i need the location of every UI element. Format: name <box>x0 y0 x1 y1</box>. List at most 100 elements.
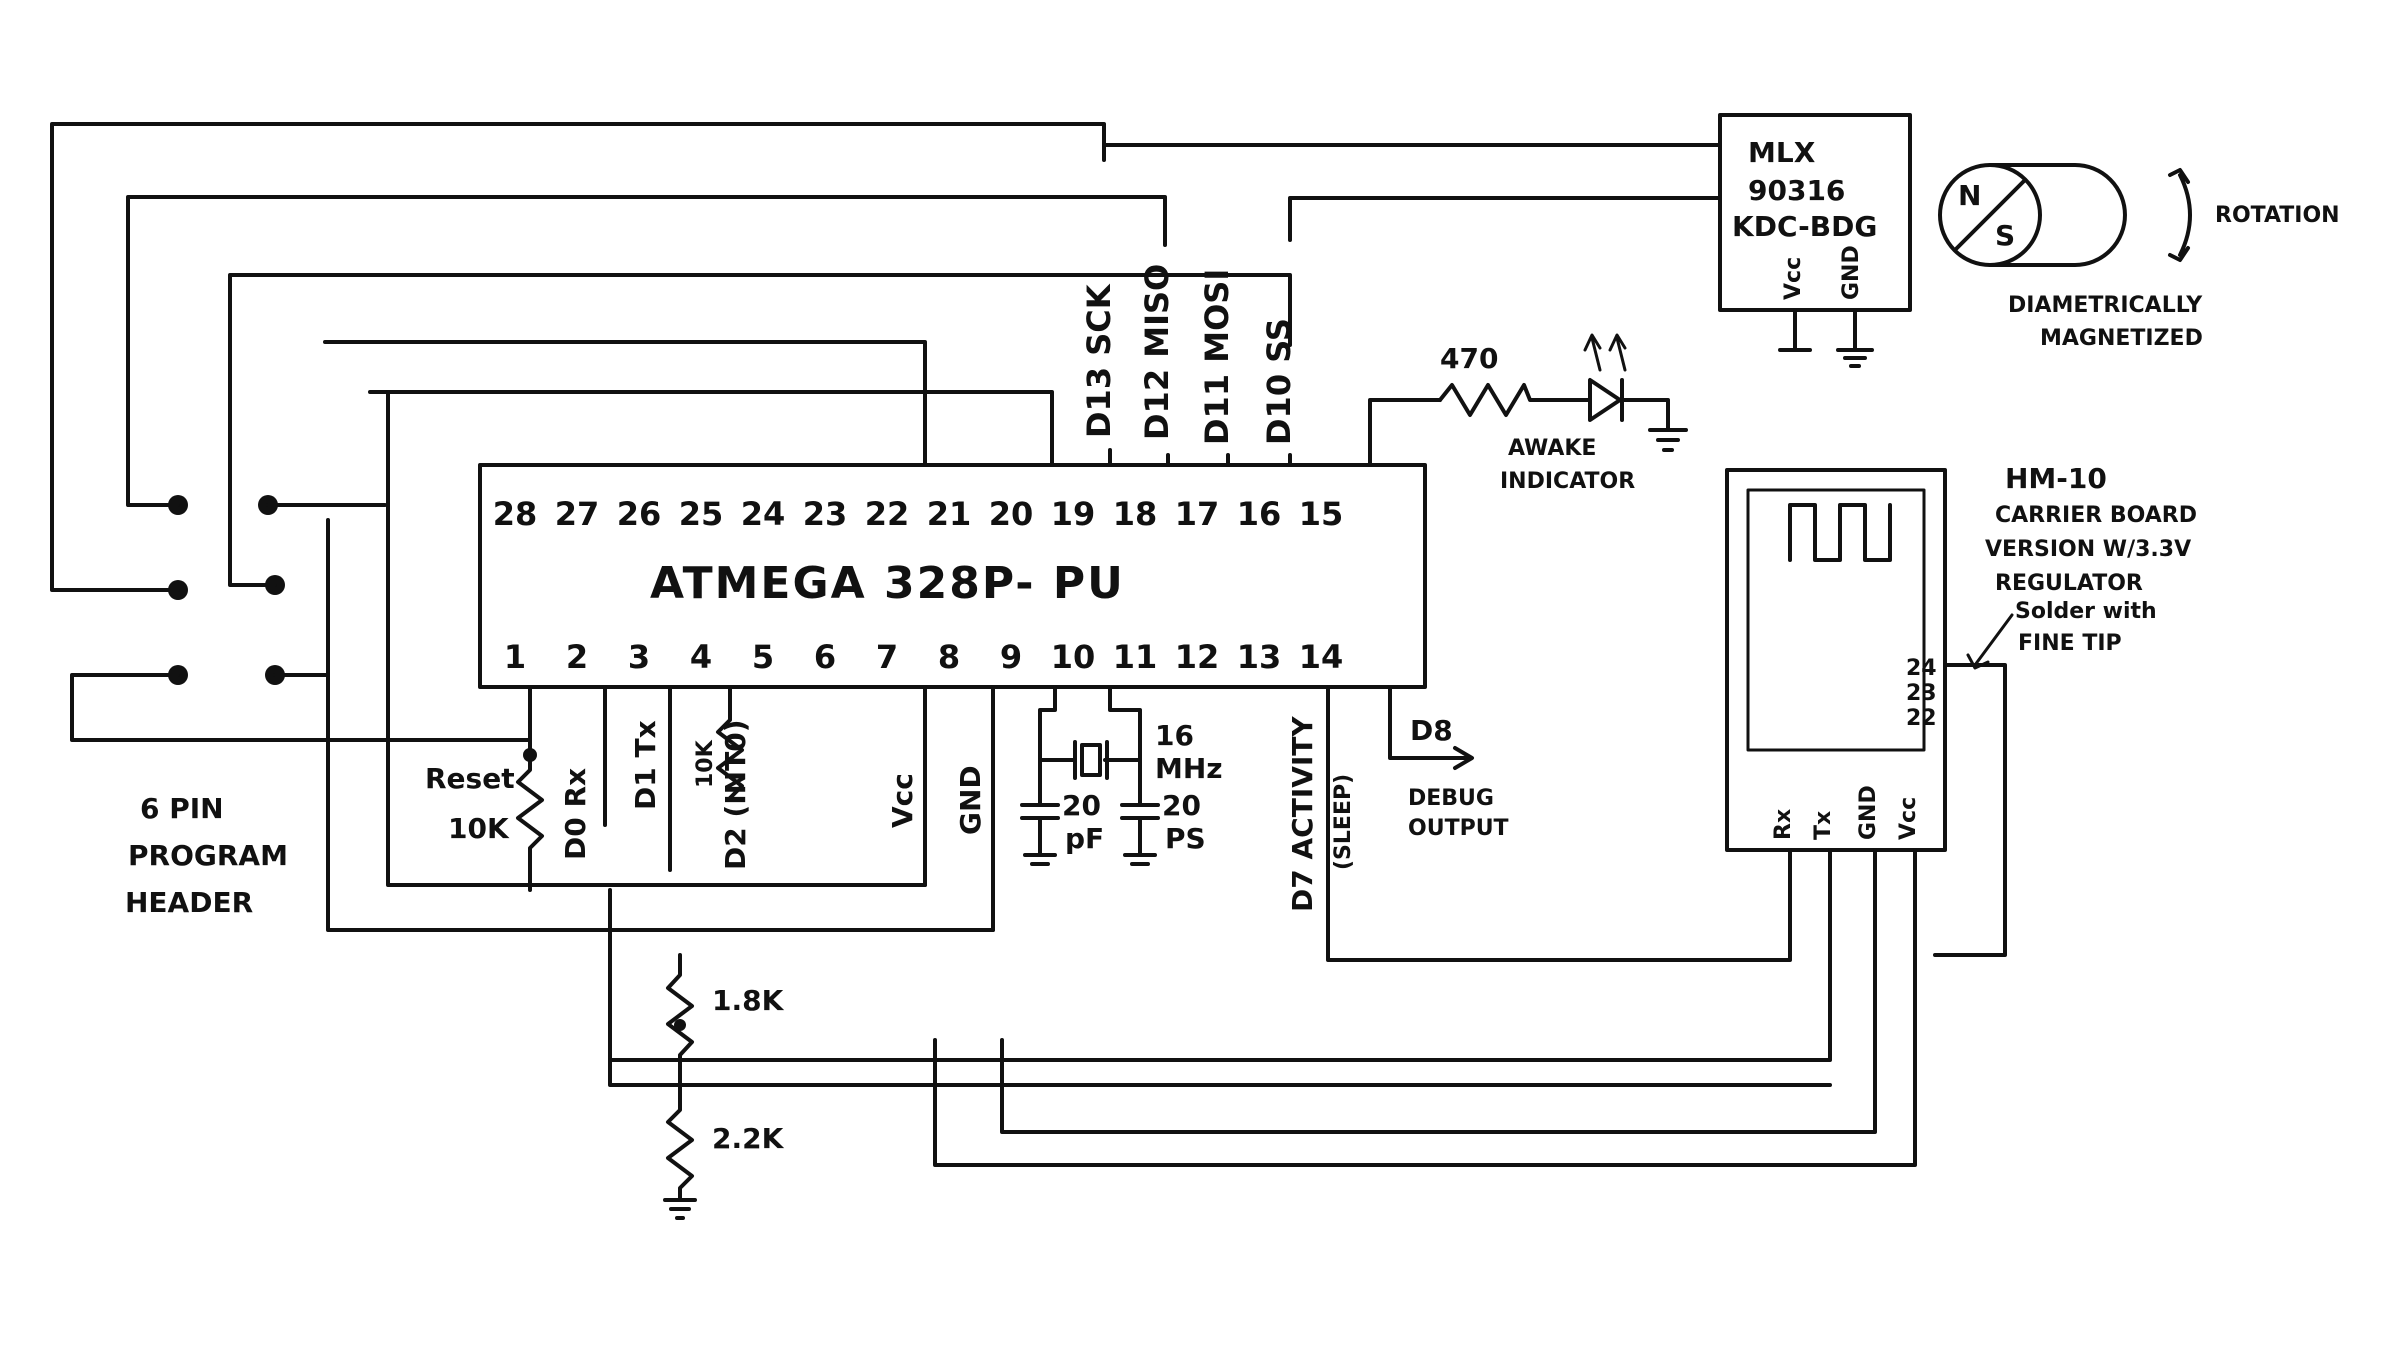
header-label-line3: HEADER <box>125 886 253 919</box>
cap1-unit: pF <box>1065 822 1104 855</box>
led-emission <box>1583 333 1627 372</box>
divider-lower <box>663 1098 697 1220</box>
reset-value: 10K <box>448 812 510 845</box>
debug-label2: OUTPUT <box>1408 816 1509 841</box>
wire-sensor-mid <box>1288 196 1722 242</box>
pin-number-top: 22 <box>865 495 910 533</box>
hm10-tx: Tx <box>1811 811 1836 840</box>
cap2-value: 20 <box>1162 789 1201 822</box>
pin-number-top: 15 <box>1299 495 1344 533</box>
pin-number-top: 17 <box>1175 495 1220 533</box>
pin-number-top: 18 <box>1113 495 1158 533</box>
label-gnd: GND <box>954 765 987 835</box>
crystal-freq1: 16 <box>1155 719 1194 752</box>
magnet-cylinder <box>1988 163 2127 267</box>
divider-junction <box>674 1019 686 1031</box>
hm10-line2: CARRIER BOARD <box>1995 503 2197 528</box>
led-diode <box>1588 378 1624 422</box>
crystal-freq2: MHz <box>1155 752 1223 785</box>
label-d0-rx: D0 Rx <box>559 768 592 860</box>
crystal-wiring <box>1038 685 1142 762</box>
reset-junction <box>523 748 537 762</box>
hm10-antenna <box>1788 503 1892 562</box>
wire-hm10-24 <box>1933 663 2007 957</box>
label-d10-ss: D10 SS <box>1260 318 1298 445</box>
hm10-title: HM-10 <box>2005 462 2107 495</box>
pin-number-bottom: 14 <box>1299 638 1344 676</box>
pin-number-bottom: 13 <box>1237 638 1282 676</box>
pin-number-bottom: 11 <box>1113 638 1158 676</box>
divider-r1: 1.8K <box>712 984 785 1017</box>
sensor-line3: KDC-BDG <box>1732 210 1877 243</box>
sensor-gnd-lead <box>1836 308 1874 368</box>
pin-number-bottom: 7 <box>876 638 898 676</box>
pin-number-top: 25 <box>679 495 724 533</box>
magnet-n: N <box>1958 179 1981 212</box>
reset-label: Reset <box>425 762 515 795</box>
hm10-line4: REGULATOR <box>1995 571 2143 596</box>
hm10-rx: Rx <box>1771 809 1796 840</box>
led-resistor <box>1438 383 1592 417</box>
pin-number-bottom: 10 <box>1051 638 1096 676</box>
label-d7-activity: D7 ACTIVITY <box>1286 716 1319 912</box>
pin-number-top: 19 <box>1051 495 1096 533</box>
wire-hm10-gnd <box>1000 848 1877 1134</box>
wire-header-sck <box>50 122 1106 592</box>
solder-note1: Solder with <box>2015 599 2157 624</box>
wire-pin20 <box>368 390 1054 467</box>
label-d2-int0: D2 (INT0) <box>719 720 752 871</box>
led-to-gnd <box>1620 398 1688 452</box>
debug-label1: DEBUG <box>1408 786 1494 811</box>
pin-number-bottom: 3 <box>628 638 650 676</box>
crystal-plates <box>1073 740 1109 780</box>
pin-number-top: 28 <box>493 495 538 533</box>
program-header: 6 PIN PROGRAM HEADER <box>125 495 288 919</box>
pin-number-top: 23 <box>803 495 848 533</box>
magnet-note2: MAGNETIZED <box>2040 326 2203 351</box>
pin-number-bottom: 8 <box>938 638 960 676</box>
solder-note2: FINE TIP <box>2018 631 2122 656</box>
wire-header-miso <box>126 195 1167 507</box>
hm10-carrier-body <box>1725 468 1947 852</box>
hm10-pin-24: 24 <box>1906 656 1937 681</box>
label-d13-sck: D13 SCK <box>1080 283 1118 438</box>
wire-hm10-rx <box>1326 723 1792 962</box>
pin-number-bottom: 4 <box>690 638 712 676</box>
pin-number-top: 20 <box>989 495 1034 533</box>
pin-number-bottom: 1 <box>504 638 526 676</box>
wire-header-reset <box>70 673 532 742</box>
reset-resistor <box>516 685 544 892</box>
wire-hm10-vcc <box>933 848 1917 1167</box>
crystal-body <box>1080 743 1102 777</box>
diametric-magnet: N S ROTATION DIAMETRICALLY MAGNETIZED <box>1938 163 2340 351</box>
led-label2: INDICATOR <box>1500 469 1635 494</box>
sensor-vcc-lead <box>1778 308 1812 352</box>
hm10-gnd: GND <box>1856 785 1881 840</box>
pin-number-bottom: 9 <box>1000 638 1022 676</box>
hm10-line3: VERSION W/3.3V <box>1985 537 2191 562</box>
pin-number-bottom: 5 <box>752 638 774 676</box>
divider-wire <box>666 953 694 1102</box>
wire-divider-link <box>608 1058 1832 1087</box>
label-d1-tx: D1 Tx <box>629 720 662 810</box>
atmega-chip-name: ATMEGA 328P- PU <box>650 558 1125 609</box>
label-d12-miso: D12 MISO <box>1138 264 1176 440</box>
d2-resistor <box>716 685 744 800</box>
crystal-cap2 <box>1120 758 1160 866</box>
label-vcc: Vcc <box>886 773 919 828</box>
pin-number-top: 24 <box>741 495 786 533</box>
pin-number-top: 16 <box>1237 495 1282 533</box>
hm10-pin-23: 23 <box>1906 681 1937 706</box>
wire-pin14-debug <box>1388 685 1474 770</box>
cap1-value: 20 <box>1062 789 1101 822</box>
magnet-split <box>1953 178 2027 252</box>
pin-number-top: 21 <box>927 495 972 533</box>
cap2-unit: PS <box>1165 822 1206 855</box>
atmega-chip-body <box>478 463 1427 689</box>
mlx-sensor-body <box>1718 113 1912 312</box>
debug-pin-label: D8 <box>1410 714 1453 747</box>
label-d11-mosi: D11 MOSI <box>1198 269 1236 445</box>
solder-arrow <box>1966 613 2014 670</box>
